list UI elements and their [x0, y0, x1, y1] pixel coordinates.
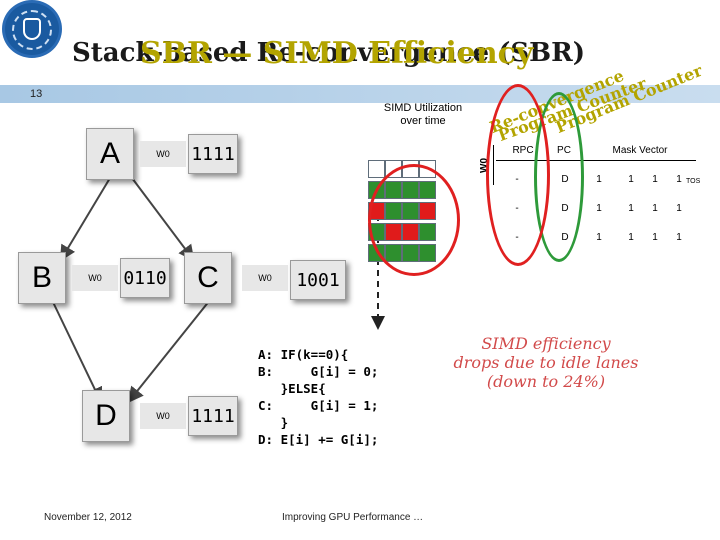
stack-cell: 1	[652, 203, 658, 214]
stack-cell: 1	[628, 232, 634, 243]
efficiency-note: SIMD efficiency drops due to idle lanes …	[426, 334, 666, 391]
stack-cell: 1	[596, 203, 602, 214]
arrow-c-to-d	[127, 299, 211, 404]
stack-cell: 1	[596, 174, 602, 185]
node-d: D	[82, 390, 130, 442]
node-d-label: D	[95, 399, 117, 432]
code-block: A: IF(k==0){ B: G[i] = 0; }ELSE{ C: G[i] =…	[258, 346, 378, 448]
code-line: D: E[i] += G[i];	[258, 432, 379, 447]
tos-label: TOS	[686, 178, 701, 185]
code-line: }	[258, 415, 289, 430]
node-c: C	[184, 252, 232, 304]
node-c-warp: W0	[242, 265, 288, 291]
stack-cell: 1	[628, 203, 634, 214]
red-highlight-rpc	[486, 84, 550, 266]
efficiency-line-3: (down to 24%)	[486, 372, 606, 391]
node-b-warp: W0	[72, 265, 118, 291]
stack-cell: 1	[652, 174, 658, 185]
efficiency-line-2: drops due to idle lanes	[453, 353, 639, 372]
stack-cell: 1	[596, 232, 602, 243]
code-line: B: G[i] = 0;	[258, 364, 379, 379]
node-a: A	[86, 128, 134, 180]
slide-number: 13	[30, 88, 43, 100]
logo-emblem	[23, 18, 41, 40]
stack-cell: 1	[676, 174, 682, 185]
node-b-label: B	[31, 261, 52, 294]
footer-date: November 12, 2012	[44, 512, 132, 523]
node-d-warp: W0	[140, 403, 186, 429]
time-axis-head	[371, 316, 385, 330]
stack-cell: 1	[628, 174, 634, 185]
code-line: }ELSE{	[258, 381, 326, 396]
node-b: B	[18, 252, 66, 304]
arrow-a-to-c	[131, 177, 195, 262]
code-line: A: IF(k==0){	[258, 347, 349, 362]
node-a-label: A	[99, 137, 120, 170]
node-d-mask: 1111	[188, 396, 238, 436]
slide-title: Stack-based Re-convergence (SBR)	[72, 38, 586, 68]
utilization-cell	[368, 160, 385, 178]
node-a-mask: 1111	[188, 134, 238, 174]
node-c-mask: 1001	[290, 260, 346, 300]
stack-cell: 1	[676, 232, 682, 243]
university-logo	[2, 0, 62, 58]
animated-title-overlay: SBR — SIMD Efficiency	[140, 36, 534, 71]
efficiency-line-1: SIMD efficiency	[481, 334, 611, 353]
logo-ring	[12, 10, 52, 50]
stack-cell: 1	[676, 203, 682, 214]
arrow-b-to-d	[51, 299, 103, 404]
utilization-title: SIMD Utilization over time	[383, 102, 463, 127]
node-b-mask: 0110	[120, 258, 170, 298]
stack-cell: 1	[652, 232, 658, 243]
node-a-warp: W0	[140, 141, 186, 167]
table-header-mask-vector: Mask Vector	[612, 145, 668, 156]
node-c-label: C	[197, 261, 219, 294]
footer-title: Improving GPU Performance …	[282, 512, 424, 523]
arrow-a-to-b	[59, 177, 111, 262]
code-line: C: G[i] = 1;	[258, 398, 379, 413]
table-header-rule	[496, 160, 696, 161]
red-highlight-ellipse	[368, 164, 460, 276]
header-band	[0, 85, 720, 103]
